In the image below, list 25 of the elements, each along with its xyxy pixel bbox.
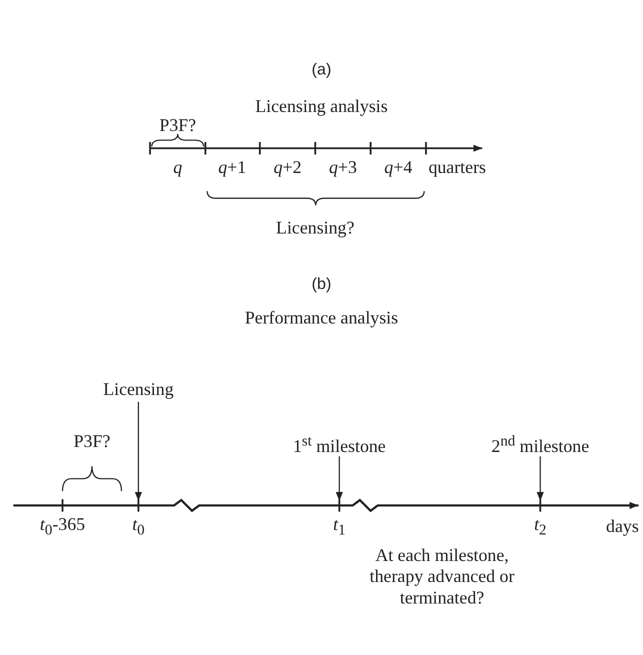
tick-label: q+4 <box>384 158 412 178</box>
tick-label: t$_{1}$ <box>333 514 346 539</box>
tick-label: q+3 <box>328 158 357 178</box>
tick-label: t$_{0}$-365 <box>40 514 86 539</box>
axis-unit: days <box>606 516 639 538</box>
annotation: P3F? <box>159 116 196 136</box>
heading: Licensing analysis <box>255 96 388 118</box>
annotation: P3F? <box>74 432 110 452</box>
tick-label: t$_{2}$ <box>534 514 546 539</box>
milestone-label: Licensing <box>103 380 174 400</box>
tick-label: q+1 <box>218 158 246 178</box>
panel-label: (b) <box>312 274 332 294</box>
tick-label: t$_{0}$ <box>132 514 145 539</box>
note: At each milestone, therapy advanced or terminated? <box>368 544 516 610</box>
arrow <box>134 402 142 501</box>
heading: Performance analysis <box>244 308 398 330</box>
arrow <box>536 456 544 501</box>
axis-unit: quarters <box>428 158 486 178</box>
milestone-label: 1$^{st}$ milestone <box>292 432 386 458</box>
annotation: Licensing? <box>276 218 354 239</box>
tick-label: q <box>173 158 182 178</box>
milestone-label: 2$^{nd}$ milestone <box>491 432 590 458</box>
panel-label: (a) <box>312 60 332 80</box>
tick-label: q+2 <box>274 158 302 178</box>
arrow <box>336 456 343 501</box>
